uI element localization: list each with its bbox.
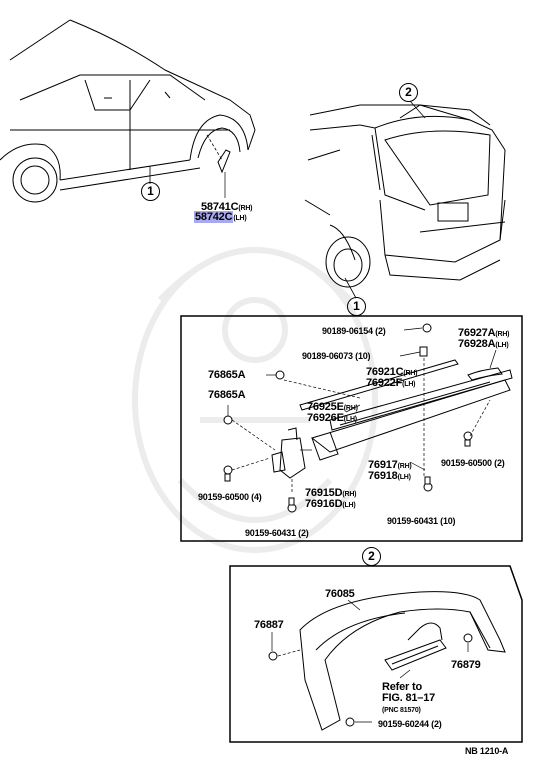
panel-2-leaders bbox=[271, 599, 469, 723]
part-90159-60431-2-label: 90159-60431 (2) bbox=[245, 528, 309, 538]
part-76865a-label-1: 76865A bbox=[208, 369, 246, 381]
part-58741c-label: 58741C(RH) bbox=[201, 201, 253, 214]
part-number: 76918 bbox=[368, 470, 398, 482]
leader-lines-top-right bbox=[344, 100, 426, 299]
panel-1-frame bbox=[180, 315, 523, 542]
panel-2-parts bbox=[299, 591, 506, 731]
side-marker: (RH) bbox=[343, 405, 358, 412]
part-90159-60500-4-label: 90159-60500 (4) bbox=[198, 492, 262, 502]
part-76887-label: 76887 bbox=[254, 619, 284, 631]
side-marker: (LH) bbox=[233, 215, 247, 222]
panel-1-parts bbox=[271, 359, 513, 479]
part-90159-60500-2-label: 90159-60500 (2) bbox=[441, 458, 505, 468]
part-76916d-label: 76916D(LH) bbox=[305, 499, 356, 511]
part-number: 76922F bbox=[366, 377, 403, 389]
part-number: 76921C bbox=[366, 366, 404, 378]
car-rear-view bbox=[304, 104, 506, 288]
part-number-highlighted: 58742C bbox=[194, 211, 234, 223]
callout-1-top-right: 1 bbox=[347, 297, 366, 316]
side-marker: (LH) bbox=[342, 502, 356, 509]
side-marker: (LH) bbox=[495, 342, 509, 349]
part-number: 76915D bbox=[305, 487, 343, 499]
part-76917-label: 76917(RH) bbox=[368, 460, 412, 472]
part-number: 76925E bbox=[307, 401, 344, 413]
part-76915d-label: 76915D(RH) bbox=[305, 487, 357, 500]
part-76085-label: 76085 bbox=[325, 588, 355, 600]
side-marker: (RH) bbox=[342, 491, 357, 498]
car-side-view bbox=[0, 19, 256, 203]
callout-2-top-right: 2 bbox=[399, 83, 418, 102]
panel-2-fasteners bbox=[268, 633, 473, 727]
part-number: 76917 bbox=[368, 459, 398, 471]
part-90189-06073-label: 90189-06073 (10) bbox=[302, 351, 371, 361]
side-marker: (LH) bbox=[397, 474, 411, 481]
part-76921c-label: 76921C(RH) bbox=[366, 366, 418, 379]
side-marker: (RH) bbox=[397, 463, 412, 470]
side-marker: (RH) bbox=[238, 205, 253, 212]
part-76922f-label: 76922F(LH) bbox=[366, 377, 416, 390]
part-76925e-label: 76925E(RH) bbox=[307, 402, 358, 414]
part-76918-label: 76918(LH) bbox=[368, 471, 411, 483]
part-76879-label: 76879 bbox=[451, 659, 481, 671]
part-76865a-label-2: 76865A bbox=[208, 389, 246, 401]
part-76928a-label: 76928A(LH) bbox=[458, 339, 509, 351]
watermark-emblem bbox=[132, 247, 378, 553]
side-marker: (RH) bbox=[403, 370, 418, 377]
side-marker: (RH) bbox=[495, 331, 510, 338]
side-marker: (LH) bbox=[402, 381, 416, 388]
refer-to-label: Refer to bbox=[382, 681, 422, 693]
pnc-reference-label: (PNC 81570) bbox=[382, 707, 421, 714]
part-number: 76928A bbox=[458, 338, 496, 350]
panel-1-fasteners bbox=[223, 323, 473, 513]
part-76926e-label: 76926E(LH) bbox=[307, 413, 357, 425]
figure-id: NB 1210-A bbox=[465, 746, 509, 756]
part-number: 76927A bbox=[458, 327, 496, 339]
panel-2-frame bbox=[229, 565, 523, 743]
callout-1-top-left: 1 bbox=[141, 182, 160, 201]
fig-reference-label: FIG. 81–17 bbox=[382, 692, 436, 704]
leader-lines-top-left bbox=[149, 134, 223, 184]
part-90189-06154-label: 90189-06154 (2) bbox=[322, 326, 386, 336]
side-marker: (LH) bbox=[343, 416, 357, 423]
panel-1-leaders bbox=[227, 327, 497, 492]
mud-guard-part bbox=[217, 149, 231, 174]
part-number: 76926E bbox=[307, 412, 344, 424]
part-58742c-label: 58742C(LH) bbox=[194, 211, 247, 224]
part-76927a-label: 76927A(RH) bbox=[458, 327, 510, 340]
part-number: 58741C bbox=[201, 201, 239, 213]
part-90159-60431-10-label: 90159-60431 (10) bbox=[387, 516, 456, 526]
part-number: 76916D bbox=[305, 498, 343, 510]
callout-2-panel: 2 bbox=[362, 547, 381, 566]
part-90159-60244-label: 90159-60244 (2) bbox=[378, 719, 442, 729]
